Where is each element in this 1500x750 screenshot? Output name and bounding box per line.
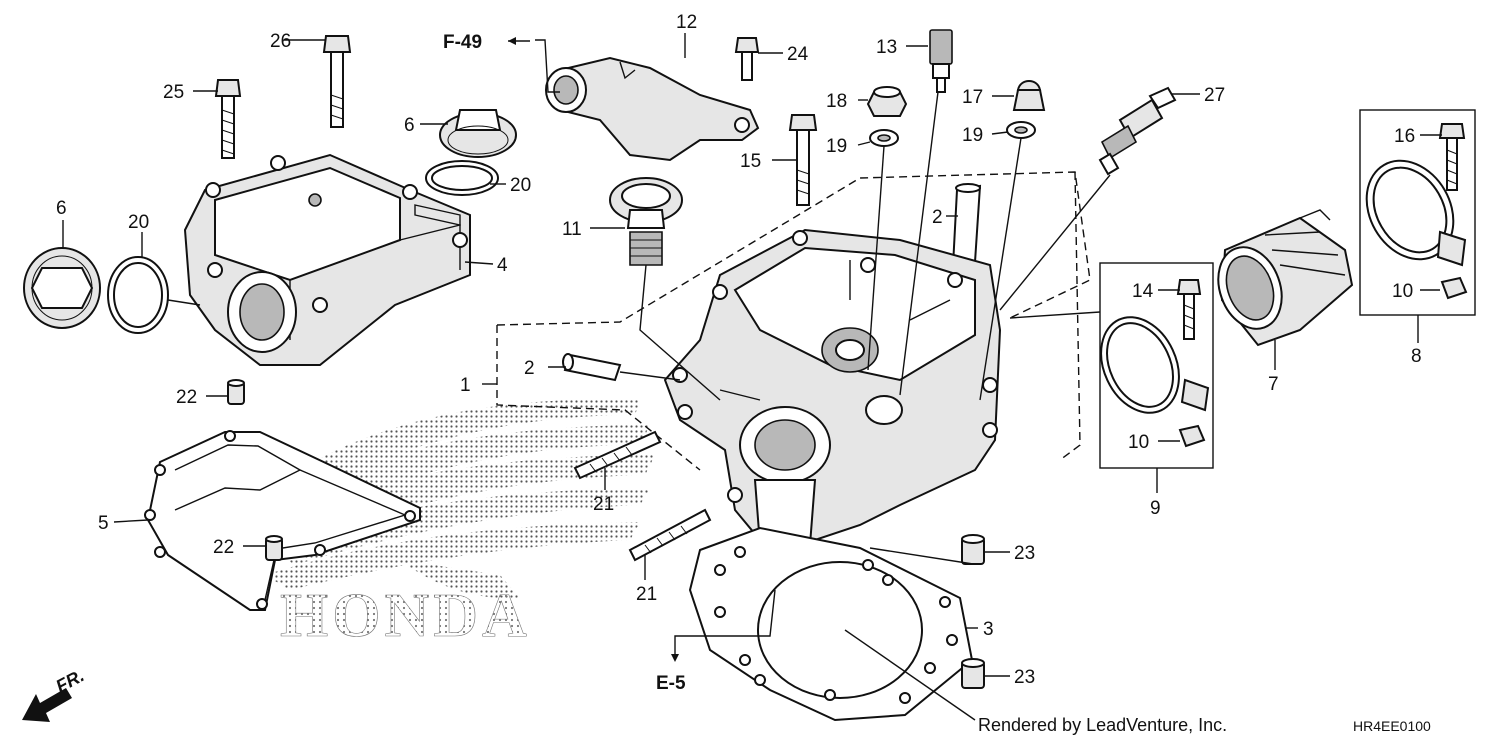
- nut-10-upper: [1440, 276, 1468, 300]
- cylinder-head-assembly-outline: [496, 171, 1091, 471]
- washer-19a: [869, 129, 899, 147]
- screw-16: [1438, 123, 1466, 191]
- callout-12: 12: [676, 12, 697, 33]
- collar-2-left: [562, 353, 622, 382]
- callout-9: 9: [1150, 498, 1161, 519]
- ref-e5-label[interactable]: E-5: [656, 673, 686, 694]
- nut-18: [866, 86, 908, 117]
- bolt-15: [788, 114, 818, 206]
- callout-21-lower: 21: [636, 584, 657, 605]
- callout-8: 8: [1411, 346, 1422, 367]
- callout-26: 26: [270, 31, 291, 52]
- ref-f49-label[interactable]: F-49: [443, 32, 482, 53]
- diagram-code: HR4EE0100: [1353, 718, 1431, 734]
- collar-2-right: [951, 183, 982, 268]
- callout-2-left: 2: [524, 358, 535, 379]
- hose-band-9: [1100, 316, 1210, 414]
- tappet-cap-left: [23, 247, 101, 329]
- bolt-25: [214, 79, 242, 159]
- spark-plug: [1098, 86, 1177, 176]
- dowel-pin-22b: [265, 535, 283, 561]
- cylinder-head-cover: [183, 153, 471, 366]
- callout-24: 24: [787, 44, 809, 65]
- callout-20-left: 20: [128, 212, 149, 233]
- callout-4: 4: [497, 255, 508, 276]
- tappet-cap-top: [439, 109, 517, 158]
- credit-text: Rendered by LeadVenture, Inc.: [978, 715, 1227, 735]
- o-ring-top: [425, 160, 499, 196]
- callout-22-top: 22: [176, 387, 197, 408]
- callout-1: 1: [460, 375, 471, 396]
- callout-2-right: 2: [932, 207, 943, 228]
- cap-nut-17: [1012, 80, 1046, 111]
- bolt-24: [734, 37, 760, 81]
- front-arrow-icon: [22, 688, 72, 722]
- callout-6-left: 6: [56, 198, 67, 219]
- carburetor-insulator: [1217, 209, 1354, 347]
- callout-5: 5: [98, 513, 109, 534]
- nut-10-lower: [1178, 424, 1206, 448]
- hose-band-8: [1365, 159, 1467, 267]
- callout-21-upper: 21: [593, 494, 614, 515]
- honda-logo-text: HONDA: [280, 582, 531, 650]
- callout-27: 27: [1204, 85, 1225, 106]
- callout-11: 11: [562, 219, 582, 240]
- ref-f49[interactable]: F-49: [443, 32, 530, 53]
- stud-21b: [628, 508, 712, 562]
- callout-20-top: 20: [510, 175, 531, 196]
- thermostat-cover: [545, 56, 760, 162]
- callout-17: 17: [962, 87, 983, 108]
- callout-22-bottom: 22: [213, 537, 234, 558]
- cylinder-head-gasket: [688, 526, 974, 722]
- callout-16: 16: [1394, 126, 1415, 147]
- callout-7: 7: [1268, 374, 1279, 395]
- o-ring-left: [107, 256, 169, 334]
- callout-23-lower: 23: [1014, 667, 1035, 688]
- thermostat: [609, 177, 683, 266]
- callout-13: 13: [876, 37, 897, 58]
- honda-wing-logo: HONDA: [265, 399, 655, 650]
- dowel-pin-23a: [961, 534, 985, 565]
- screw-14: [1176, 279, 1202, 340]
- callout-10-lower: 10: [1128, 432, 1149, 453]
- leader-lines: [62, 33, 1442, 721]
- callout-6-top: 6: [404, 115, 415, 136]
- dowel-pin-23b: [961, 658, 985, 689]
- callout-15: 15: [740, 151, 761, 172]
- callouts: 26 25 6 20 4 6 20 22 22 5 12 24 11 15 13…: [56, 12, 1422, 688]
- bolt-26: [322, 35, 352, 128]
- cover-gasket: [144, 430, 421, 611]
- dowel-pin-22a: [227, 379, 245, 405]
- stud-21a: [573, 430, 662, 480]
- washer-19b: [1006, 121, 1036, 139]
- callout-25: 25: [163, 82, 184, 103]
- callout-18: 18: [826, 91, 847, 112]
- callout-23-upper: 23: [1014, 543, 1035, 564]
- callout-14: 14: [1132, 281, 1154, 302]
- callout-10-upper: 10: [1392, 281, 1413, 302]
- callout-19-right: 19: [962, 125, 983, 146]
- front-arrow: FR.: [22, 665, 87, 722]
- ref-e5[interactable]: E-5: [656, 654, 686, 694]
- temperature-sensor: [929, 29, 953, 93]
- callout-19-left: 19: [826, 136, 847, 157]
- callout-3: 3: [983, 619, 994, 640]
- front-label: FR.: [52, 665, 87, 696]
- cylinder-head: [663, 228, 1002, 547]
